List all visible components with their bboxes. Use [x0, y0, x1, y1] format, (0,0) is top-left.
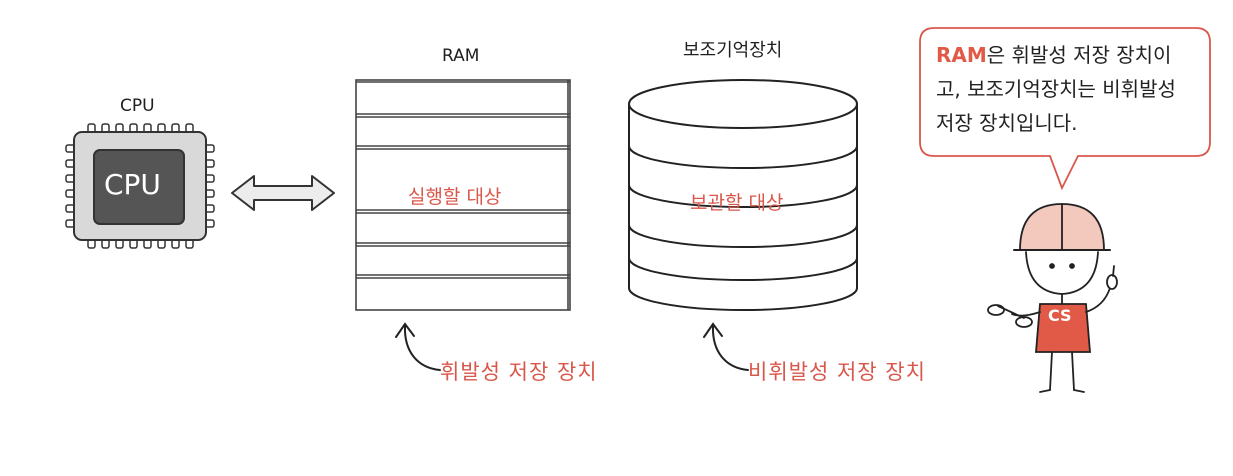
callout-line-1-rest: 은 휘발성 저장 장치이 [986, 43, 1172, 67]
callout-text: RAM은 휘발성 저장 장치이 고, 보조기억장치는 비휘발성 저장 장치입니다… [936, 38, 1206, 140]
callout-line-3: 저장 장치입니다. [936, 111, 1078, 135]
storage-cylinder-icon [628, 79, 858, 311]
ram-inner-label: 실행할 대상 [408, 186, 502, 208]
cpu-chip-icon [65, 123, 215, 249]
speech-bubble [919, 27, 1211, 191]
callout-highlight: RAM [936, 43, 987, 67]
callout-line-1: RAM은 휘발성 저장 장치이 [936, 38, 1206, 72]
mascot-shirt-text: CS [1048, 306, 1072, 325]
storage-inner-label: 보관할 대상 [690, 192, 784, 214]
cpu-chip-label: CPU [104, 168, 161, 201]
ram-pointer-arrow-icon [395, 322, 441, 371]
mascot-figure [987, 203, 1118, 393]
storage-pointer-arrow-icon [703, 322, 749, 371]
ram-title: RAM [442, 46, 480, 66]
cpu-title: CPU [120, 96, 155, 116]
callout-line-2: 고, 보조기억장치는 비휘발성 [936, 77, 1176, 101]
ram-bottom-label: 휘발성 저장 장치 [440, 360, 598, 384]
storage-title: 보조기억장치 [683, 40, 783, 61]
storage-bottom-label: 비휘발성 저장 장치 [748, 360, 926, 384]
bidirectional-arrow-icon [231, 175, 335, 211]
ram-grid [355, 79, 571, 311]
